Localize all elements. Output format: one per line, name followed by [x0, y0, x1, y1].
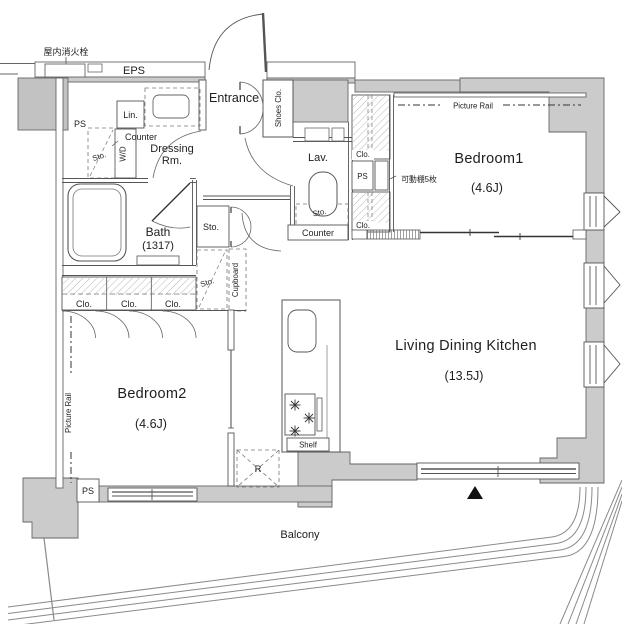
sto-hall-label: Sto. [203, 222, 219, 232]
ldk-window-upper [583, 262, 621, 309]
shelf-label: Shelf [299, 441, 318, 450]
ps-box-bottom: PS [76, 478, 100, 503]
fire-hydrant-label: 屋内消火栓 [43, 46, 88, 57]
hall-door-arc [241, 212, 282, 252]
bedroom2: Picture Rail Bedroom2 (4.6J) [64, 309, 235, 487]
hall-walls [198, 79, 290, 200]
bedroom2-balcony-window [107, 487, 198, 502]
washbasin-sink [152, 94, 190, 119]
toilet [308, 171, 338, 217]
gas-stove [284, 393, 323, 437]
sliding-door-rail [366, 229, 421, 240]
sto-cupboard-label: Sto. [199, 276, 215, 289]
clo-right-bottom-label: Clo. [356, 221, 370, 230]
bath-size-label: (1317) [142, 240, 174, 252]
dressing-label-1: Dressing [150, 143, 193, 155]
refrigerator-space [236, 449, 280, 488]
closet-column: Clo. PS 可動棚5枚 Clo. [351, 94, 437, 233]
lavatory: Lav. Sto. Counter [244, 95, 353, 241]
movable-shelf-label: 可動棚5枚 [401, 174, 437, 184]
ps-bottom-label: PS [82, 486, 94, 496]
ldk-balcony-window [416, 462, 580, 480]
bedroom1-label: Bedroom1 [454, 151, 523, 167]
fridge-label: R [255, 464, 262, 474]
dressing-label-2: Rm. [162, 155, 182, 167]
closet-door-arcs [61, 310, 197, 339]
balcony: Balcony [7, 479, 622, 624]
linen-label: Lin. [123, 110, 138, 120]
bathtub [67, 183, 127, 262]
eps-label: EPS [123, 65, 145, 77]
ps-mid-label: PS [357, 172, 367, 181]
bath-door-leaf [151, 182, 191, 222]
shoes-closet-label: Shoes Clo. [274, 89, 283, 127]
bedroom1: Picture Rail Bedroom1 (4.6J) [351, 92, 587, 240]
picture-rail-b2-label: Picture Rail [64, 393, 73, 433]
linen-cabinet [116, 100, 145, 129]
cupboard-area: Sto. Cupboard [62, 248, 247, 312]
ps-top-label: PS [74, 119, 86, 129]
clo-3-label: Clo. [165, 299, 181, 309]
counter-dressing-label: Counter [125, 132, 157, 142]
balcony-railing [7, 479, 622, 624]
ldk: Living Dining Kitchen (13.5J) S [236, 212, 537, 488]
picture-rail-b1-label: Picture Rail [453, 102, 493, 111]
hall-storage: Sto. [196, 205, 252, 248]
lav-counter [287, 224, 349, 241]
entrance-door [208, 12, 268, 73]
lav-label: Lav. [308, 152, 328, 164]
entrance-label: Entrance [209, 91, 259, 105]
bedroom1-window [583, 192, 621, 231]
dressing-room: Lin. W/D Sto. Counter Dressing Rm. [87, 87, 202, 179]
cupboard-label: Cupboard [231, 263, 240, 297]
closet-row: Clo. Clo. Clo. [61, 276, 197, 339]
fire-hydrant: 屋内消火栓 [43, 46, 103, 78]
clo-right-top-label: Clo. [356, 150, 370, 159]
lav-door-arc [244, 137, 294, 187]
ldk-size-label: (13.5J) [445, 369, 484, 383]
ldk-label: Living Dining Kitchen [395, 338, 537, 354]
bedroom2-size-label: (4.6J) [135, 417, 167, 431]
sto-lav-label: Sto. [312, 207, 327, 219]
bedroom1-sliding-door [420, 229, 573, 240]
kitchen-shelf [286, 437, 330, 452]
storage-dashed [87, 127, 116, 179]
clo-2-label: Clo. [121, 299, 137, 309]
orientation-triangle [467, 486, 483, 499]
bath-door-arc [151, 220, 191, 229]
balcony-divider [43, 537, 55, 621]
shoes-closet: Shoes Clo. [239, 79, 294, 138]
bedroom1-size-label: (4.6J) [471, 181, 503, 195]
counter-lav-label: Counter [302, 228, 334, 238]
bath-label: Bath [146, 225, 171, 239]
kitchen-sink [287, 309, 317, 353]
clo-1-label: Clo. [76, 299, 92, 309]
bath-shelf [136, 255, 180, 266]
wd-label: W/D [119, 146, 128, 162]
ldk-window-lower [583, 341, 621, 388]
balcony-label: Balcony [280, 529, 320, 541]
kitchen-counter: Shelf [281, 299, 341, 453]
bedroom2-label: Bedroom2 [117, 386, 186, 402]
sto-wd-label: Sto. [91, 150, 107, 163]
washbasin-counter [144, 87, 201, 127]
dressing-door-arc [152, 130, 202, 179]
bathroom: Bath (1317) [62, 178, 197, 276]
